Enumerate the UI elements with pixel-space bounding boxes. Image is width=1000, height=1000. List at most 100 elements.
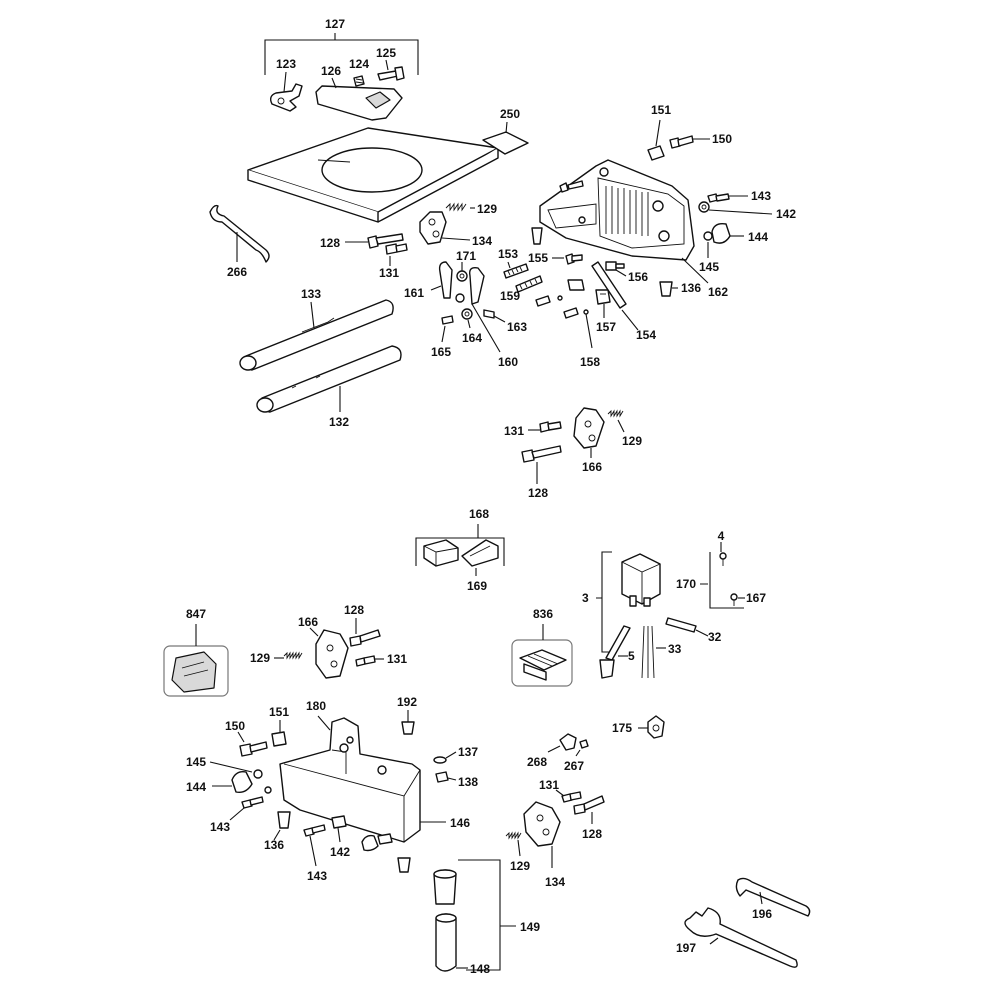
part-155: [565, 253, 583, 265]
part-250: [482, 131, 529, 155]
part-4: [719, 552, 727, 566]
part-124: [353, 75, 365, 87]
base-group: [209, 710, 811, 972]
part-129-top: [445, 202, 467, 212]
label-128-mid: 128: [528, 486, 548, 500]
label-136-bottom: 136: [264, 838, 284, 852]
part-160: [468, 266, 485, 305]
part-165: [441, 315, 454, 325]
part-167: [730, 593, 738, 606]
label-167: 167: [746, 591, 766, 605]
part-847-group: [163, 624, 229, 697]
part-136-bottom: [277, 811, 291, 829]
label-33: 33: [668, 642, 682, 656]
part-143-top: [707, 193, 730, 203]
label-197: 197: [676, 941, 696, 955]
label-153: 153: [498, 247, 518, 261]
part-151-top: [647, 145, 665, 161]
label-143-bottom: 143: [210, 820, 230, 834]
label-128-left: 128: [344, 603, 364, 617]
label-137: 137: [458, 745, 478, 759]
part-33: [641, 625, 655, 679]
label-175: 175: [612, 721, 632, 735]
label-143-bottom-mid: 143: [307, 869, 327, 883]
part-131-bottom: [561, 791, 582, 803]
label-133: 133: [301, 287, 321, 301]
label-129-left: 129: [250, 651, 270, 665]
part-137: [433, 756, 447, 764]
label-267: 267: [564, 759, 584, 773]
part-5: [599, 625, 631, 679]
label-151: 151: [651, 103, 671, 117]
clamp-group-mid: [521, 407, 625, 484]
part-153: [503, 263, 529, 279]
part-134-bottom: [523, 801, 561, 847]
part-148-leg: [433, 869, 457, 972]
part-171: [456, 270, 468, 282]
part-159: [515, 275, 543, 293]
label-129-bottom: 129: [510, 859, 530, 873]
part-128-left: [349, 629, 381, 647]
label-134-bottom: 134: [545, 875, 565, 889]
label-142: 142: [776, 207, 796, 221]
part-267: [579, 739, 589, 749]
part-156: [605, 261, 625, 271]
label-123: 123: [276, 57, 296, 71]
label-159: 159: [500, 289, 520, 303]
housing-group: [503, 119, 773, 349]
label-3: 3: [582, 591, 589, 605]
part-bracket: [567, 279, 585, 291]
part-131-top: [385, 243, 408, 255]
part-128-bottom: [573, 795, 605, 815]
label-134: 134: [472, 234, 492, 248]
label-171: 171: [456, 249, 476, 263]
label-161: 161: [404, 286, 424, 300]
label-192: 192: [397, 695, 417, 709]
label-142-bottom: 142: [330, 845, 350, 859]
label-132: 132: [329, 415, 349, 429]
label-196: 196: [752, 907, 772, 921]
part-132-tube: [256, 345, 402, 413]
part-197: [684, 907, 798, 968]
label-169: 169: [467, 579, 487, 593]
part-142-bottom2: [331, 815, 347, 829]
label-836: 836: [533, 607, 553, 621]
label-131: 131: [379, 266, 399, 280]
part-128-top: [367, 233, 404, 249]
part-166-mid: [573, 407, 605, 449]
part-143-bottom-mid: [303, 824, 326, 837]
housing-screw: [559, 180, 584, 193]
label-131-left: 131: [387, 652, 407, 666]
label-166-mid: 166: [582, 460, 602, 474]
label-124: 124: [349, 57, 369, 71]
label-146: 146: [450, 816, 470, 830]
label-154: 154: [636, 328, 656, 342]
part-nuts-bottom: [361, 833, 411, 873]
label-126: 126: [321, 64, 341, 78]
part-146-base: [279, 717, 421, 843]
label-145-bottom: 145: [186, 755, 206, 769]
label-156: 156: [628, 270, 648, 284]
label-168: 168: [469, 507, 489, 521]
table-fence-group: [209, 33, 529, 413]
motor-box: [621, 553, 661, 607]
part-126: [315, 85, 403, 121]
part-screw-mid: [535, 295, 563, 307]
part-145-bottom: [253, 769, 263, 779]
part-131-left: [355, 655, 376, 667]
switch-group: [415, 524, 505, 576]
part-128-mid: [521, 445, 562, 463]
label-143: 143: [751, 189, 771, 203]
part-129-bottom: [505, 831, 522, 840]
label-148: 148: [470, 962, 490, 976]
part-154: [591, 261, 627, 309]
part-158: [563, 307, 589, 319]
part-164: [461, 308, 473, 320]
label-180: 180: [306, 699, 326, 713]
part-162-housing: [539, 159, 695, 261]
label-131-bottom: 131: [539, 778, 559, 792]
label-268: 268: [527, 755, 547, 769]
label-847: 847: [186, 607, 206, 621]
part-32: [665, 617, 697, 633]
label-150: 150: [712, 132, 732, 146]
